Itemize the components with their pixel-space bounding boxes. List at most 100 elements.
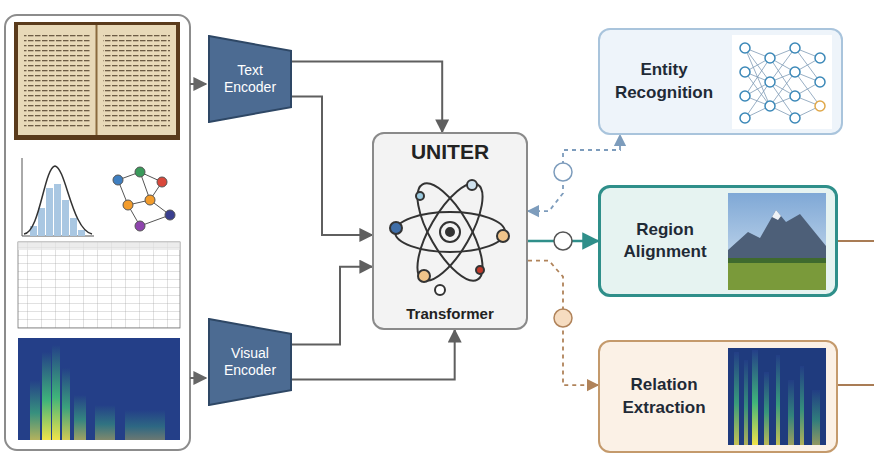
spectrogram-band [734,352,739,445]
chart-curve [24,166,92,234]
spectrogram-band [52,345,60,440]
task-fill [598,340,838,453]
model-title: UNITER [411,140,489,164]
atom-icon [390,174,509,295]
neural-net-image [732,35,832,129]
photo-trees [728,258,826,263]
output-line [838,384,874,386]
net-node [790,91,800,101]
photo-field [728,258,826,290]
net-node [815,77,825,87]
atom-nucleus [446,228,454,236]
spectrogram-band [812,390,820,445]
net-node [815,53,825,63]
task-box: Region Alignment [598,185,838,297]
junction-circle [554,309,572,327]
spectrogram-image [18,338,180,440]
encoder-trapezoid [209,319,291,405]
model-subtitle: Transformer [406,305,494,322]
task-fill [598,185,838,297]
spectrogram-band [62,368,70,440]
net-node [790,67,800,77]
net-node [740,113,750,123]
atom-electron [435,285,445,295]
source-panel [5,15,190,450]
net-node [790,113,800,123]
model-box: UNITER Transformer [372,132,528,330]
encoder-block: Text Encoder [208,35,292,123]
connector-arrow [528,135,620,211]
graph-dot [113,175,123,185]
atom-electron [476,266,484,274]
spectrogram-band [74,395,86,440]
graph-dot [165,210,175,220]
atom-nucleus [440,222,460,242]
graph-dot [123,200,133,210]
image-ground [732,35,832,129]
table-grid [18,242,180,328]
spectrogram-ground [728,348,826,445]
graph-dot [135,167,145,177]
book-spine [96,25,98,135]
chart-axis [22,158,23,236]
task-box: Relation Extraction [598,340,838,453]
net-nodes [740,43,825,123]
net-node [765,53,775,63]
mountain-photo [728,193,826,290]
chart-bar [78,230,85,236]
chart-bar [54,184,61,236]
spectrogram-band [744,360,748,445]
net-link [745,48,820,118]
connector-arrow [292,97,372,235]
net-node [815,101,825,111]
input-arrow [190,377,206,379]
spectrogram-band [776,355,780,445]
atom-electron [418,270,430,282]
net-node [790,43,800,53]
book-print [103,32,170,128]
atom-orbit [405,174,495,289]
task-text-area: Relation Extraction [600,342,728,451]
core-fill [372,132,528,330]
spectrogram-band [800,366,804,445]
net-node [740,43,750,53]
spectrogram-band [30,380,40,440]
chart-bar [70,218,77,236]
chart-bar [62,200,69,236]
chart-bar [46,188,53,236]
task-box: Entity Recognition [598,28,843,135]
atom-electron [390,222,402,234]
spectrogram-band [788,380,794,445]
junction-circle [554,163,572,181]
net-node [740,67,750,77]
graph-dot [135,221,145,231]
book-print [24,32,90,128]
encoder-trapezoid [209,36,291,122]
task-label: Relation Extraction [608,374,720,418]
net-node [765,101,775,111]
spectrogram-band [125,410,165,440]
encoder-block: Visual Encoder [208,318,292,406]
task-text-area: Entity Recognition [600,30,728,133]
junction-circle [554,232,572,250]
input-arrow [190,83,206,85]
task-label: Entity Recognition [608,59,720,103]
book-page [97,25,176,135]
encoder-label: Visual Encoder [215,345,285,380]
task-label: Region Alignment [609,219,721,263]
spectrogram-band [752,350,758,445]
net-links [745,48,820,118]
spectrogram-band [42,352,51,440]
photo-snow [772,210,781,220]
output-line [838,240,874,242]
chart-bar [38,208,45,236]
atom-electron [497,230,509,242]
connector-arrow [292,330,455,380]
book-page [18,25,96,135]
atom-electron [416,192,424,200]
graph-dot [157,177,167,187]
spectrogram-band [764,372,769,445]
table-image [18,242,180,328]
